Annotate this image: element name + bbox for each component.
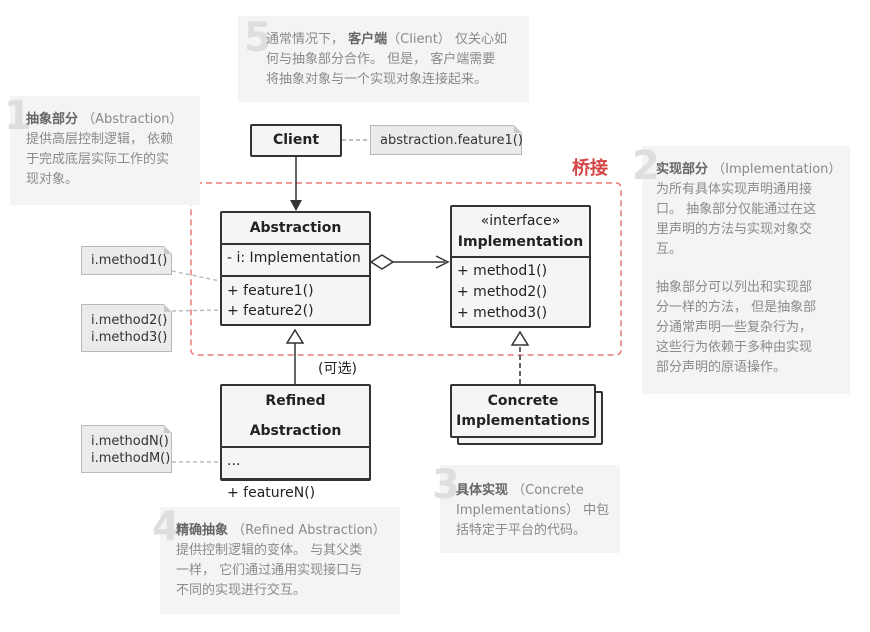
memo1-link — [171, 270, 221, 282]
concrete-name-line2: Implementations — [456, 413, 590, 429]
concrete-name-line1: Concrete — [487, 393, 559, 409]
abstraction-class[interactable]: Abstraction - i: Implementation + featur… — [220, 211, 371, 326]
realization-triangle — [510, 330, 530, 346]
optional-label: (可选) — [318, 361, 357, 377]
abstraction-fields: - i: Implementation — [222, 243, 369, 275]
note-client: 5 通常情况下， 客户端（Client） 仅关心如 何与抽象部分合作。 但是， … — [238, 16, 529, 102]
note-number: 2 — [632, 143, 660, 189]
inheritance-triangle — [285, 328, 305, 344]
client-class[interactable]: Client — [250, 124, 342, 157]
memo-method2-3: i.method2() i.method3() — [81, 304, 172, 352]
aggregation-diamond — [369, 254, 395, 270]
memo2-link — [171, 309, 221, 312]
refined-class-name: Refined Abstraction — [249, 393, 342, 439]
implementation-name: Implementation — [457, 234, 584, 250]
client-memo: abstraction.feature1() — [370, 125, 523, 155]
concrete-implementations-class[interactable]: Concrete Implementations — [450, 384, 596, 438]
abstraction-class-name: Abstraction — [249, 220, 342, 236]
note-refined: 4 精确抽象 （Refined Abstraction） 提供控制逻辑的变体。 … — [152, 507, 400, 614]
note-abstraction: 1 抽象部分 （Abstraction） 提供高层控制逻辑， 依赖 于完成底层实… — [4, 96, 200, 205]
note-number: 1 — [4, 93, 32, 139]
implementation-interface[interactable]: «interface» Implementation + method1() +… — [450, 205, 591, 328]
note-number: 3 — [432, 462, 460, 508]
aggregation-arrowhead — [435, 255, 450, 269]
refined-fields: ... — [222, 446, 369, 478]
client-class-name: Client — [272, 132, 320, 148]
implementation-methods: + method1() + method2() + method3() — [452, 256, 589, 324]
note-implementation: 2 实现部分 （Implementation） 为所有具体实现声明通用接 口。 … — [632, 146, 850, 394]
note-number: 4 — [152, 504, 180, 550]
refined-abstraction-class[interactable]: Refined Abstraction ... + featureN() — [220, 384, 371, 501]
note-concrete: 3 具体实现 （Concrete Implementations） 中包 括特定… — [432, 465, 620, 553]
abstraction-methods: + feature1() + feature2() — [222, 275, 369, 321]
client-arrowhead — [290, 200, 302, 211]
bridge-label: 桥接 — [572, 158, 608, 179]
refined-methods: + featureN() — [222, 478, 369, 504]
bridge-region — [190, 182, 622, 356]
memo-methodN-M: i.methodN() i.methodM() — [81, 425, 172, 473]
note-number: 5 — [244, 15, 272, 61]
implementation-stereotype: «interface» — [480, 213, 561, 229]
memo-method1: i.method1() — [81, 246, 172, 275]
